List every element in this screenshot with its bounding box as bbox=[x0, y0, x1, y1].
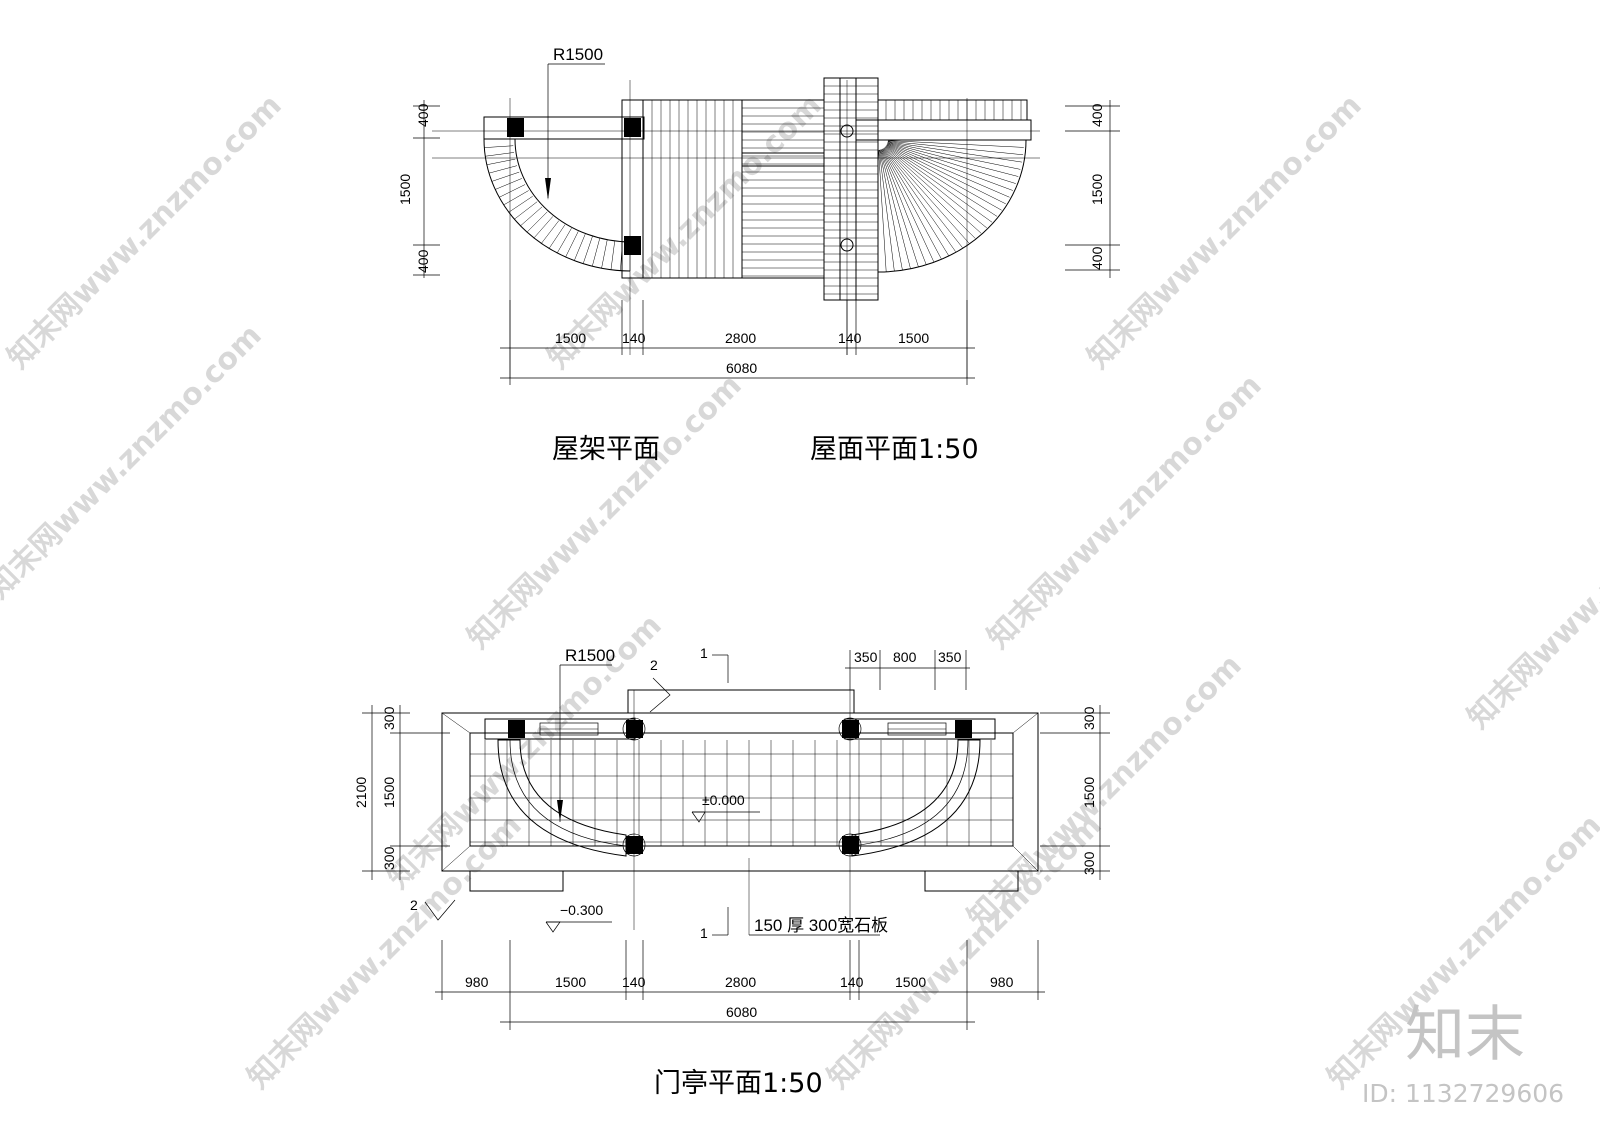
section-marker-2-bottom: 2 bbox=[410, 897, 418, 913]
column bbox=[626, 720, 643, 738]
dim-total: 6080 bbox=[726, 360, 757, 376]
radius-label-bottom: R1500 bbox=[565, 646, 615, 665]
section-marker-1-bottom: 1 bbox=[700, 925, 708, 941]
dim-top-right-2: 350 bbox=[938, 649, 962, 665]
roof-planks bbox=[651, 100, 734, 278]
elevation-ground: −0.300 bbox=[560, 902, 603, 918]
dim-bottom-plan-6: 980 bbox=[990, 974, 1014, 990]
dim-bottom-plan-2: 140 bbox=[622, 974, 646, 990]
dim-bottom-4: 1500 bbox=[898, 330, 929, 346]
title-roof-frame: 屋架平面 bbox=[552, 434, 660, 465]
dim-bottom-plan-0: 980 bbox=[465, 974, 489, 990]
watermark-logo: 知末 bbox=[1405, 1000, 1525, 1070]
section-marker-1-top: 1 bbox=[700, 645, 708, 661]
slab-note: 150 厚 300宽石板 bbox=[754, 916, 888, 935]
watermark-text: 知末网www.znzmo.com bbox=[1461, 448, 1600, 736]
watermark-text: 知末网www.znzmo.com bbox=[981, 368, 1269, 656]
dim-bottom-plan-1: 1500 bbox=[555, 974, 586, 990]
watermark-text: 知末网www.znzmo.com bbox=[1081, 88, 1369, 376]
dim-bottom-plan-5: 1500 bbox=[895, 974, 926, 990]
watermark-text: 知末网www.znzmo.com bbox=[381, 608, 669, 896]
dim-right-1: 1500 bbox=[1089, 174, 1105, 205]
watermark-id: ID: 1132729606 bbox=[1362, 1079, 1564, 1108]
watermark-text: 知末网www.znzmo.com bbox=[461, 368, 749, 656]
roof-plan: R1500 400 1500 400 400 1500 400 1500 140… bbox=[397, 45, 1120, 465]
rafters-left bbox=[484, 138, 631, 271]
column bbox=[842, 836, 859, 854]
post-mid-bottom bbox=[624, 236, 641, 255]
column bbox=[626, 836, 643, 854]
roof-planks-top bbox=[885, 100, 1022, 120]
dim-left-1: 1500 bbox=[397, 174, 413, 205]
dim-left-bottom-0: 300 bbox=[381, 706, 397, 730]
dim-right-bottom-1: 1500 bbox=[1081, 777, 1097, 808]
dim-bottom-0: 1500 bbox=[555, 330, 586, 346]
dim-left-total: 2100 bbox=[353, 777, 369, 808]
column bbox=[842, 720, 859, 738]
section-marker-2-top: 2 bbox=[650, 657, 658, 673]
dim-bottom-plan-4: 140 bbox=[840, 974, 864, 990]
rafters-right bbox=[877, 139, 1024, 272]
dim-left-0: 400 bbox=[415, 103, 431, 127]
gate-plan: 1 2 1 2 R1500 ±0.000 −0.300 150 厚 300宽石板… bbox=[353, 645, 1110, 1099]
dim-top-right-1: 800 bbox=[893, 649, 917, 665]
radius-label: R1500 bbox=[553, 45, 603, 64]
dim-bottom-plan-3: 2800 bbox=[725, 974, 756, 990]
title-gate-plan: 门亭平面1:50 bbox=[654, 1068, 823, 1099]
dim-bottom-2: 2800 bbox=[725, 330, 756, 346]
column bbox=[955, 720, 972, 738]
beam-ticks bbox=[824, 85, 878, 295]
dim-left-2: 400 bbox=[415, 249, 431, 273]
dim-right-bottom-2: 300 bbox=[1081, 851, 1097, 875]
step-left bbox=[469, 870, 564, 892]
floor-tile-grid bbox=[470, 740, 1013, 846]
watermark-layer: 知末网www.znzmo.com 知末网www.znzmo.com 知末网www… bbox=[0, 88, 1600, 1096]
watermark-text: 知末网www.znzmo.com bbox=[0, 318, 269, 606]
post-mid-top bbox=[624, 118, 641, 137]
elevation-floor: ±0.000 bbox=[702, 792, 745, 808]
dim-right-2: 400 bbox=[1089, 246, 1105, 270]
dim-right-0: 400 bbox=[1089, 103, 1105, 127]
step-right bbox=[924, 870, 1019, 892]
watermark-text: 知末网www.znzmo.com bbox=[961, 648, 1249, 936]
title-roof-plan: 屋面平面1:50 bbox=[810, 434, 979, 465]
dim-left-bottom-1: 1500 bbox=[381, 777, 397, 808]
dim-bottom-3: 140 bbox=[838, 330, 862, 346]
dim-bottom-plan-total: 6080 bbox=[726, 1004, 757, 1020]
roof-planks-horizontal bbox=[742, 107, 824, 277]
dim-left-bottom-2: 300 bbox=[381, 846, 397, 870]
dim-right-bottom-0: 300 bbox=[1081, 706, 1097, 730]
dim-top-right-0: 350 bbox=[854, 649, 878, 665]
dim-bottom-1: 140 bbox=[622, 330, 646, 346]
post-left-top bbox=[507, 118, 524, 137]
column bbox=[508, 720, 525, 738]
